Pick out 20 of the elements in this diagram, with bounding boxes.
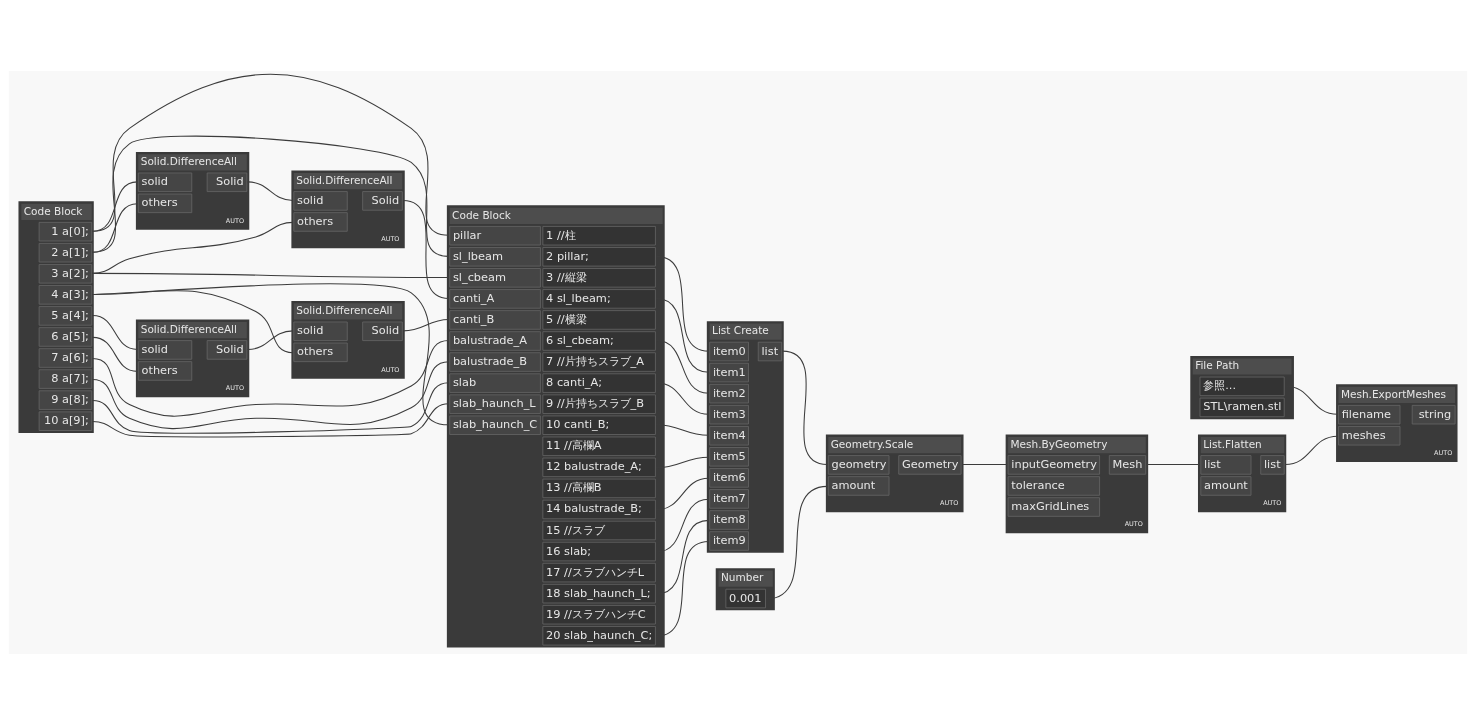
connector [247,180,294,201]
connector [92,282,450,425]
connector [961,463,1008,465]
connector [782,350,828,465]
connector [92,221,294,274]
connector [92,180,139,232]
connector [1146,463,1201,465]
connector [92,314,139,350]
connector [92,202,139,253]
connector [92,336,139,372]
connector [402,318,450,331]
connector [1284,435,1339,465]
connector [92,135,450,257]
connector [247,329,294,350]
connector [92,289,294,353]
connector [92,381,450,434]
connector [92,402,450,437]
connector [402,199,450,299]
connector [92,272,450,278]
connector [92,73,450,236]
